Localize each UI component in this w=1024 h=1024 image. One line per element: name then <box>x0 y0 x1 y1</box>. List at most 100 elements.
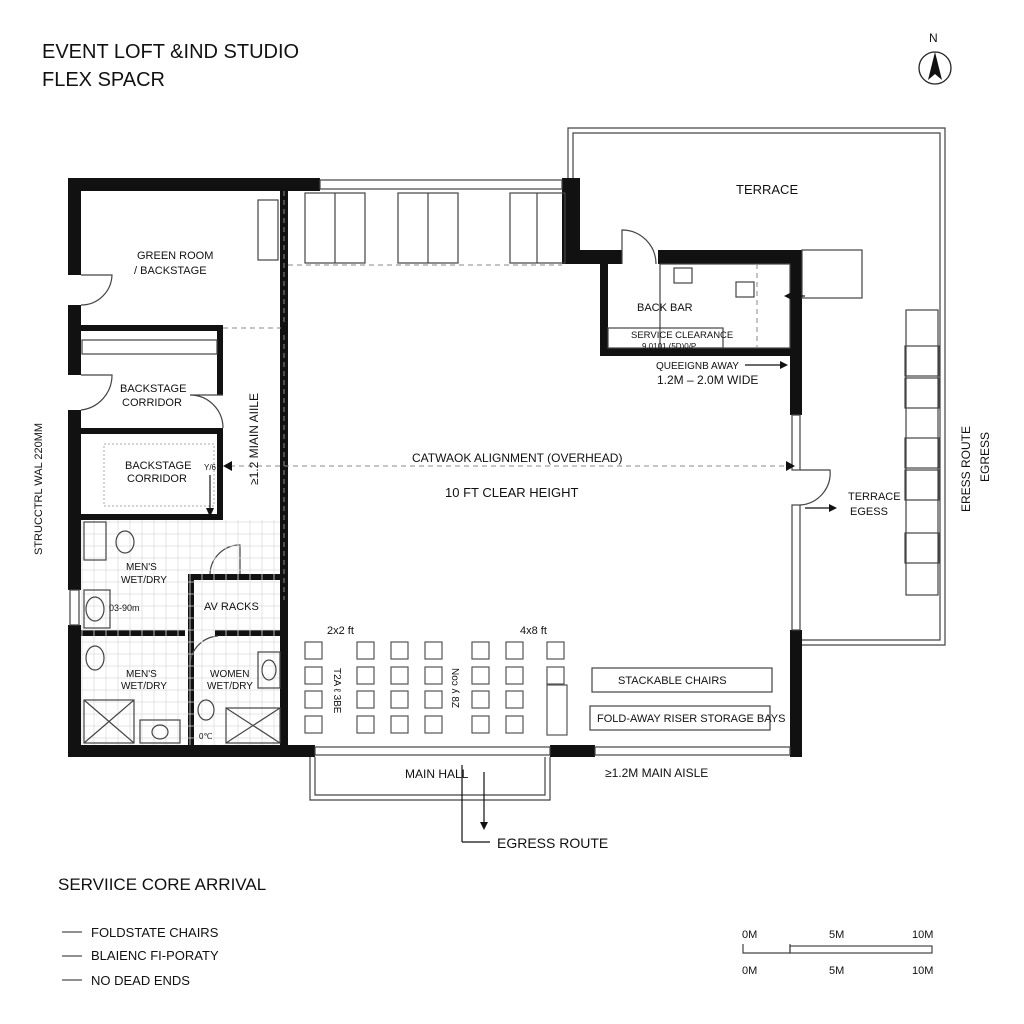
arrow-left-icon <box>223 461 795 471</box>
seat-size-2x2: 2x2 ft <box>327 625 354 637</box>
seat <box>304 690 323 709</box>
backstage-rug <box>103 443 215 507</box>
terrace-egress-label-2: EGESS <box>850 506 888 518</box>
seat <box>546 666 565 685</box>
seat-size-4x8: 4x8 ft <box>520 625 547 637</box>
svg-text:N: N <box>929 31 938 45</box>
svg-text:5M: 5M <box>829 965 844 977</box>
legend-item: BLAIENC FI-PORATY <box>91 948 219 963</box>
seat <box>505 715 524 734</box>
seat <box>356 690 375 709</box>
service-clearance-label: SERVICE CLEARANCE <box>631 330 733 341</box>
stackable-chairs-label: STACKABLE CHAIRS <box>618 675 727 687</box>
column <box>281 325 287 331</box>
egress-arrow-icon <box>461 765 490 843</box>
riser-4x8 <box>546 684 568 736</box>
green-room-label-1: GREEN ROOM <box>137 250 213 262</box>
seat <box>471 690 490 709</box>
mens-1-label-a: MEN'S <box>126 562 157 573</box>
doors <box>80 229 831 666</box>
svg-text:10M: 10M <box>912 965 933 977</box>
terrace-label: TERRACE <box>736 182 798 197</box>
women-label-b: WET/DRY <box>207 681 253 692</box>
riser-storage-label: FOLD-AWAY RISER STORAGE BAYS <box>597 713 785 725</box>
egress-route-right-label-1: ERESS ROUTE <box>959 426 973 512</box>
clear-height-label: 10 FT CLEAR HEIGHT <box>445 485 578 500</box>
arrow-right-icon <box>805 504 837 512</box>
restroom-tiles <box>81 520 280 745</box>
restroom-fixtures <box>83 521 281 744</box>
green-room-label-2: / BACKSTAGE <box>134 265 207 277</box>
scale-bar: 0M 5M 10M 0M 5M 10M <box>742 929 933 977</box>
seat <box>390 666 409 685</box>
seat <box>304 666 323 685</box>
egress-route-right-label-2: EGRESS <box>978 432 992 482</box>
queue-label-2: 1.2M – 2.0M WIDE <box>657 373 758 387</box>
seating-grid <box>304 641 565 734</box>
svg-text:10M: 10M <box>912 929 933 941</box>
seat-vertical-label-1: T2A ℓ 3BE <box>331 668 342 714</box>
walls <box>68 178 802 757</box>
seat <box>471 666 490 685</box>
seat <box>424 666 443 685</box>
seat <box>424 641 443 660</box>
guide-lines <box>223 191 790 600</box>
legend-item: NO DEAD ENDS <box>91 973 190 988</box>
svg-text:0M: 0M <box>742 929 757 941</box>
back-bar-label: BACK BAR <box>637 302 693 314</box>
women-label-a: WOMEN <box>210 669 249 680</box>
seat <box>505 690 524 709</box>
legend: FOLDSTATE CHAIRS BLAIENC FI-PORATY NO DE… <box>62 925 219 988</box>
backstage-corridor-2-b: CORRIDOR <box>127 473 187 485</box>
legend-title: SERVIICE CORE ARRIVAL <box>58 875 266 894</box>
seat-vertical-label-2: Noɔ ʎ 8Z <box>449 668 460 708</box>
main-aisle-bottom-label: ≥1.2M MAIN AISLE <box>605 766 708 780</box>
legend-item: FOLDSTATE CHAIRS <box>91 925 219 940</box>
windows <box>69 179 801 801</box>
seat <box>546 641 565 660</box>
seat <box>505 641 524 660</box>
seat <box>505 666 524 685</box>
riser-storage-box <box>589 705 771 731</box>
seat <box>424 690 443 709</box>
seat <box>390 715 409 734</box>
title-line-1: EVENT LOFT &IND STUDIO <box>42 41 299 63</box>
storage-cabinets <box>257 192 566 264</box>
mens-1-label-b: WET/DRY <box>121 575 167 586</box>
north-arrow-icon: N <box>918 31 952 85</box>
egress-route-label: EGRESS ROUTE <box>497 835 608 851</box>
mens-dimension: 03-90m <box>109 603 140 613</box>
backstage-corridor-1-a: BACKSTAGE <box>120 383 186 395</box>
mens-2-label-b: WET/DRY <box>121 681 167 692</box>
seat <box>356 641 375 660</box>
terrace-egress-label-1: TERRACE <box>848 491 901 503</box>
seat <box>304 641 323 660</box>
seat <box>471 715 490 734</box>
service-clearance-sub: 9.0101.(5D)0/P <box>642 342 696 351</box>
women-small-label: 0℃ <box>199 732 212 741</box>
arrow-icon <box>745 292 805 369</box>
arrow-down-icon <box>206 475 214 517</box>
back-bar-counter <box>607 249 863 349</box>
svg-text:0M: 0M <box>742 965 757 977</box>
seat <box>390 641 409 660</box>
stackable-chairs-box <box>591 667 773 693</box>
seat <box>390 690 409 709</box>
seat <box>356 715 375 734</box>
svg-text:5M: 5M <box>829 929 844 941</box>
seat <box>471 641 490 660</box>
backstage-corridor-2-a: BACKSTAGE <box>125 460 191 472</box>
queue-label-1: QUEEIGNB AWAY <box>656 361 739 372</box>
seat <box>424 715 443 734</box>
structural-wall-label: STRUCCTRL WAL 220MM <box>33 423 45 555</box>
backstage-small-label: Y/6 <box>204 463 217 472</box>
corridor-bench <box>81 339 218 355</box>
catwalk-label: CATWAOK ALIGNMENT (OVERHEAD) <box>412 451 622 465</box>
title-line-2: FLEX SPACR <box>42 69 165 91</box>
mens-2-label-a: MEN'S <box>126 669 157 680</box>
backstage-corridor-1-b: CORRIDOR <box>122 397 182 409</box>
seat <box>304 715 323 734</box>
terrace-benches <box>904 309 940 596</box>
terrace-outline <box>567 127 946 646</box>
seat <box>356 666 375 685</box>
